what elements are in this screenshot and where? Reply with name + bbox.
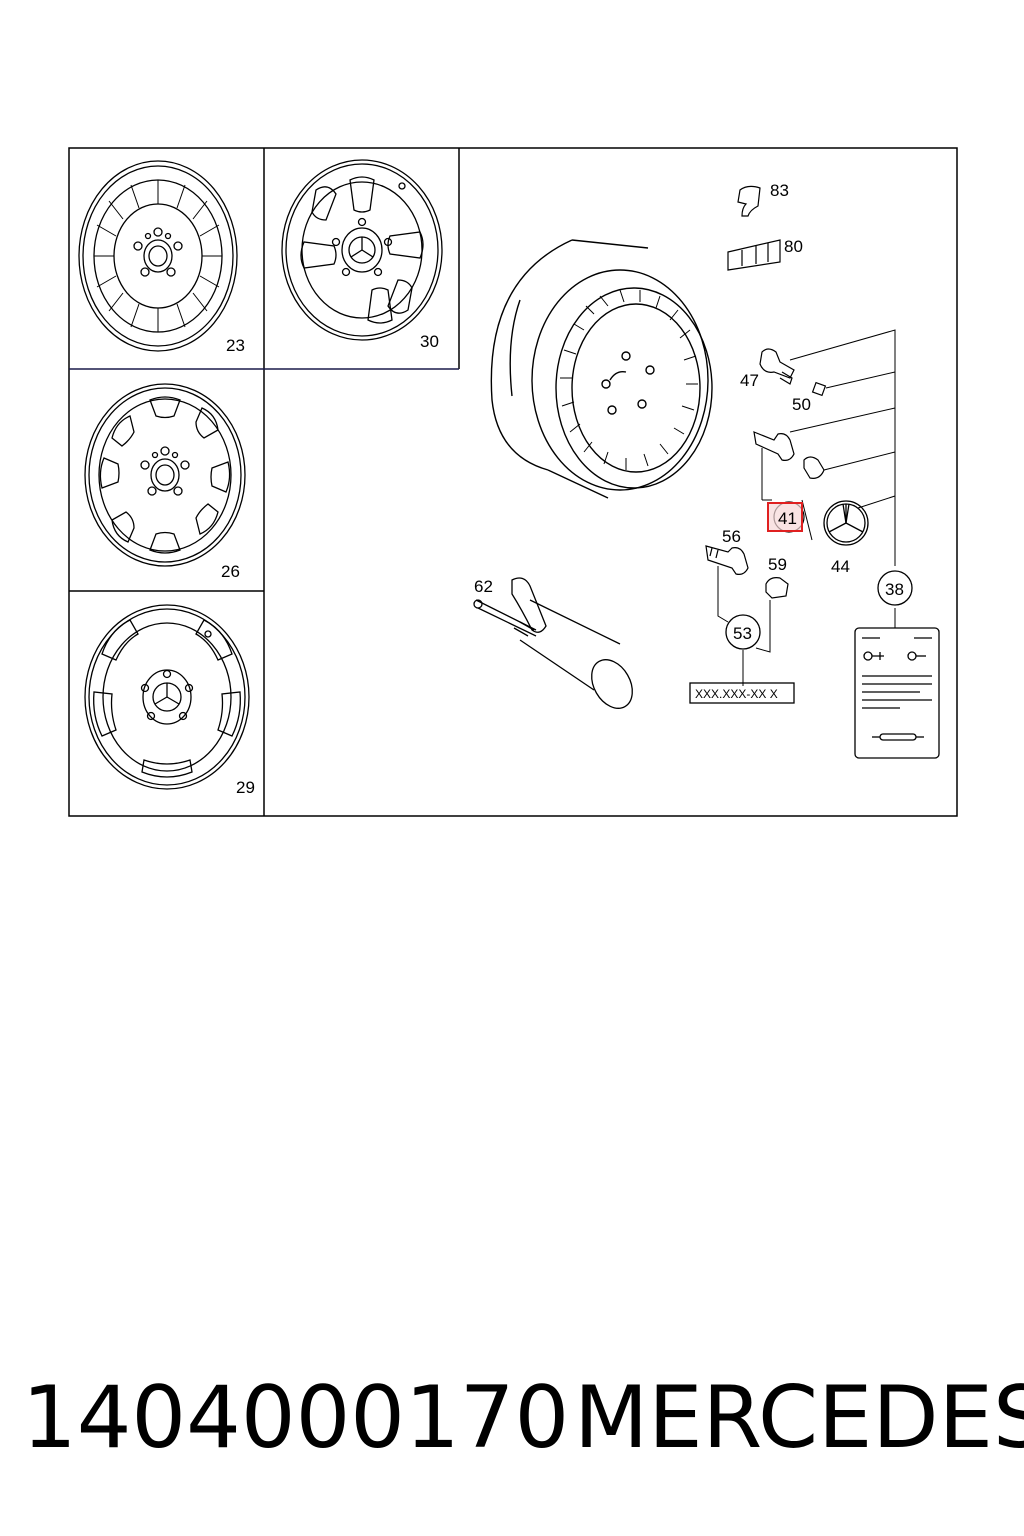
wheel-23-icon[interactable]: [78, 160, 238, 352]
part-62-sealant-icon[interactable]: [473, 577, 641, 716]
wheel-30-icon[interactable]: [281, 159, 443, 341]
brand-name: MERCEDES: [574, 1368, 1024, 1468]
wheel-29-label: 29: [236, 778, 255, 797]
part-83-clip-icon[interactable]: [737, 185, 761, 217]
part-80-weights-icon[interactable]: [727, 239, 781, 271]
bracket-lines-53: [717, 566, 771, 686]
callout-44: 44: [831, 557, 850, 576]
wheel-26-label: 26: [221, 562, 240, 581]
part-50-cap-icon[interactable]: [811, 381, 827, 397]
part-56-valve-icon[interactable]: [705, 545, 749, 575]
callout-59: 59: [768, 555, 787, 574]
part-number: 1404000170: [22, 1368, 570, 1468]
main-wheel-rim-icon[interactable]: [490, 239, 713, 499]
callout-38-circle[interactable]: [877, 570, 913, 606]
bracket-lines: [761, 329, 896, 628]
wheel-26-icon[interactable]: [84, 383, 246, 567]
part-valve-stem-icon[interactable]: [753, 431, 825, 479]
callout-80: 80: [784, 237, 803, 256]
callout-50: 50: [792, 395, 811, 414]
instruction-card-icon[interactable]: [854, 627, 940, 759]
wheel-30-label: 30: [420, 332, 439, 351]
part-47-valve-icon[interactable]: [759, 348, 795, 385]
callout-83: 83: [770, 181, 789, 200]
callout-53-circle[interactable]: [725, 614, 761, 650]
part-44-emblem-icon[interactable]: [823, 500, 869, 546]
callout-53: 53: [733, 624, 752, 643]
part-59-cap-icon[interactable]: [765, 577, 789, 599]
part-label-text: XXX.XXX-XX X: [695, 687, 778, 701]
callout-56: 56: [722, 527, 741, 546]
part-41-cap-icon[interactable]: [767, 501, 805, 533]
wheel-29-icon[interactable]: [84, 604, 250, 790]
diagram-frame: [68, 147, 958, 817]
part-label-box: [689, 682, 795, 704]
callout-41: 41: [778, 509, 797, 528]
callout-47: 47: [740, 371, 759, 390]
wheel-23-label: 23: [226, 336, 245, 355]
callout-62: 62: [474, 577, 493, 596]
callout-38: 38: [885, 580, 904, 599]
